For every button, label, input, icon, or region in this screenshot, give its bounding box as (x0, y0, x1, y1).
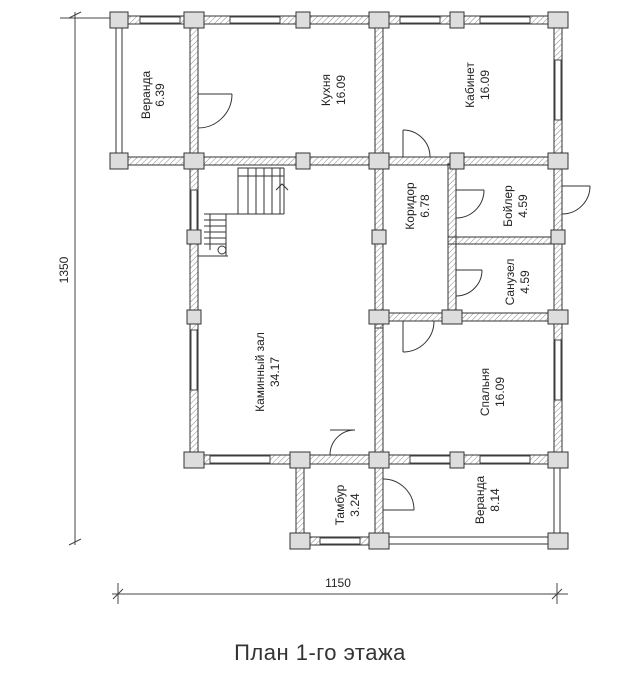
room-area: 16.09 (478, 70, 492, 100)
room-name: Веранда (139, 71, 153, 120)
width-dimension-label: 1150 (325, 576, 351, 590)
room-name: Коридор (403, 182, 417, 230)
room-name: Спальня (478, 368, 492, 416)
room-name: Веранда (473, 476, 487, 525)
windows (139, 16, 562, 545)
plan-caption: План 1-го этажа (234, 640, 406, 665)
room-area: 6.39 (153, 83, 167, 107)
room-name: Санузел (503, 259, 517, 306)
height-dimension-label: 1350 (57, 256, 71, 283)
room-label-kitchen: Кухня 16.09 (319, 74, 348, 106)
doors (197, 93, 591, 511)
room-label-bedroom: Спальня 16.09 (478, 368, 507, 416)
room-label-corridor: Коридор 6.78 (403, 182, 432, 230)
room-area: 16.09 (334, 75, 348, 105)
room-area: 3.24 (348, 493, 362, 517)
log-corners (109, 11, 569, 550)
room-area: 34.17 (268, 357, 282, 387)
staircase (198, 167, 289, 257)
room-area: 16.09 (493, 377, 507, 407)
room-area: 4.59 (518, 270, 532, 294)
room-name: Тамбур (333, 484, 347, 525)
room-label-fireplace-hall: Каминный зал 34.17 (253, 332, 282, 412)
room-label-boiler: Бойлер 4.59 (501, 185, 530, 227)
room-area: 4.59 (516, 194, 530, 218)
room-name: Кухня (319, 74, 333, 106)
room-name: Бойлер (501, 185, 515, 227)
room-name: Каминный зал (253, 332, 267, 412)
room-label-veranda-1: Веранда 6.39 (139, 71, 167, 120)
room-area: 8.14 (488, 488, 502, 512)
room-label-study: Кабинет 16.09 (463, 62, 492, 108)
room-label-vestibule: Тамбур 3.24 (333, 484, 362, 525)
dimension-horizontal (112, 583, 568, 604)
room-name: Кабинет (463, 62, 477, 108)
room-area: 6.78 (418, 194, 432, 218)
room-label-bathroom: Санузел 4.59 (503, 259, 532, 306)
room-label-veranda-2: Веранда 8.14 (473, 476, 502, 525)
